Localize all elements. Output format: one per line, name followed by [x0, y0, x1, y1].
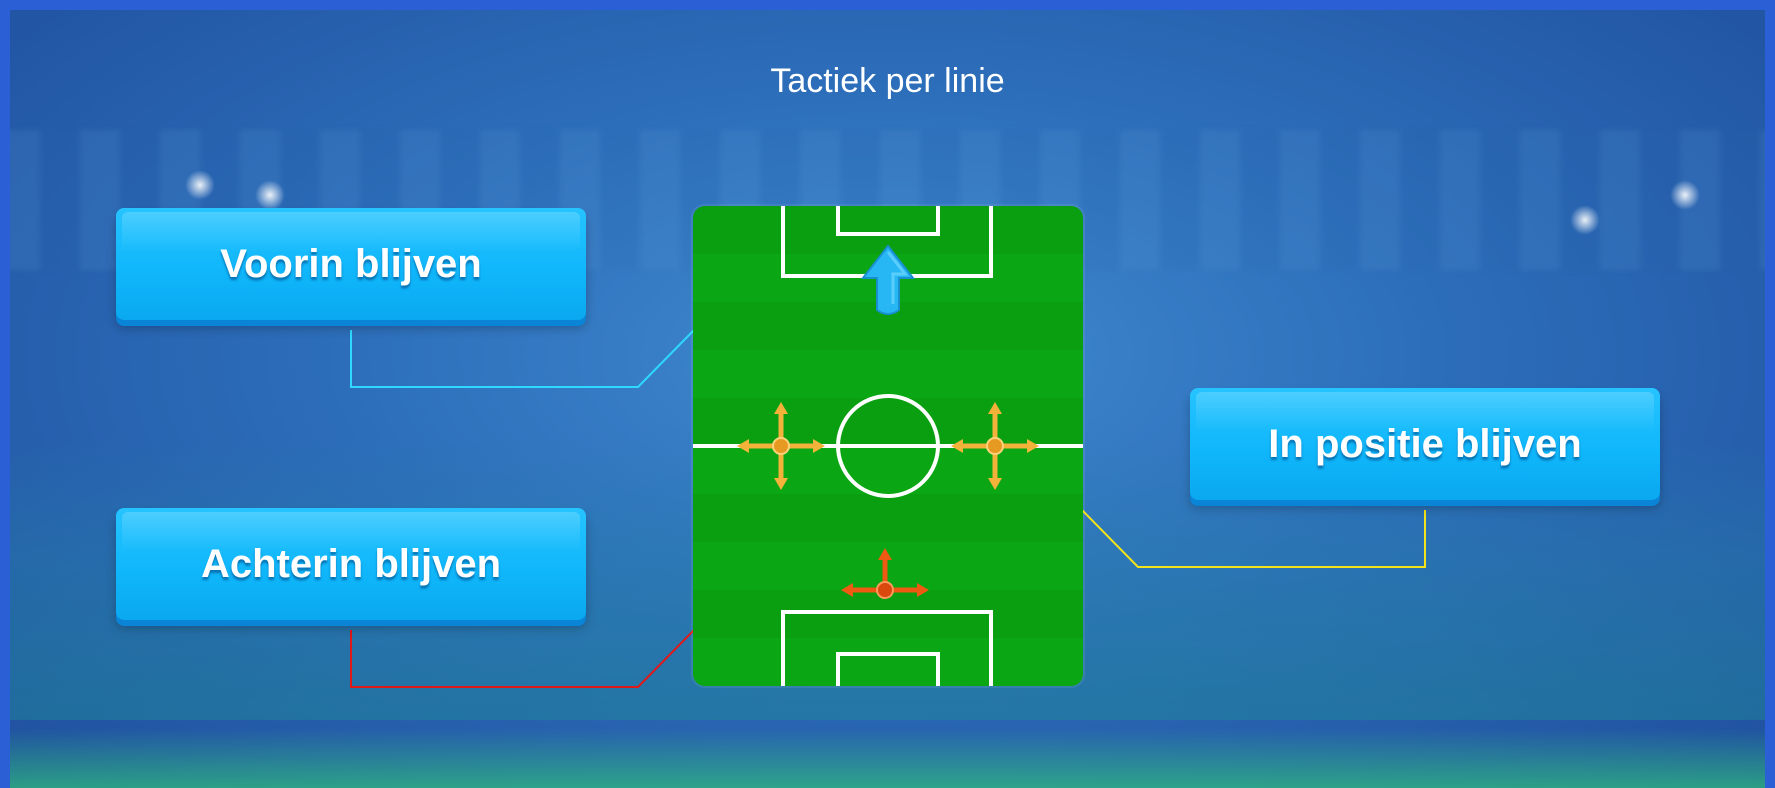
pitch-glow — [0, 728, 1775, 788]
forward-button[interactable]: Voorin blijven — [116, 208, 586, 320]
forward-button-label: Voorin blijven — [220, 241, 482, 286]
defensive-button[interactable]: Achterin blijven — [116, 508, 586, 620]
defensive-connector — [350, 626, 698, 688]
three-way-arrow-icon — [841, 548, 929, 599]
position-button-label: In positie blijven — [1268, 421, 1582, 466]
forward-connector — [350, 326, 698, 388]
top-goal-area — [836, 206, 940, 236]
bottom-goal-area — [836, 652, 940, 686]
center-circle — [836, 394, 940, 498]
four-way-arrow-icon — [951, 402, 1039, 490]
bottom-penalty-area — [781, 610, 993, 686]
pitch-markings — [693, 206, 1083, 686]
position-connector — [1078, 506, 1426, 568]
stadium-light — [1670, 180, 1700, 210]
up-arrow-icon — [860, 244, 916, 315]
four-way-arrow-icon — [737, 402, 825, 490]
defensive-button-label: Achterin blijven — [200, 541, 502, 586]
tactics-pitch — [693, 206, 1083, 686]
stadium-light — [1570, 205, 1600, 235]
position-button[interactable]: In positie blijven — [1190, 388, 1660, 500]
page-title: Tactiek per linie — [770, 62, 1005, 100]
stadium-light — [255, 180, 285, 210]
stadium-light — [185, 170, 215, 200]
